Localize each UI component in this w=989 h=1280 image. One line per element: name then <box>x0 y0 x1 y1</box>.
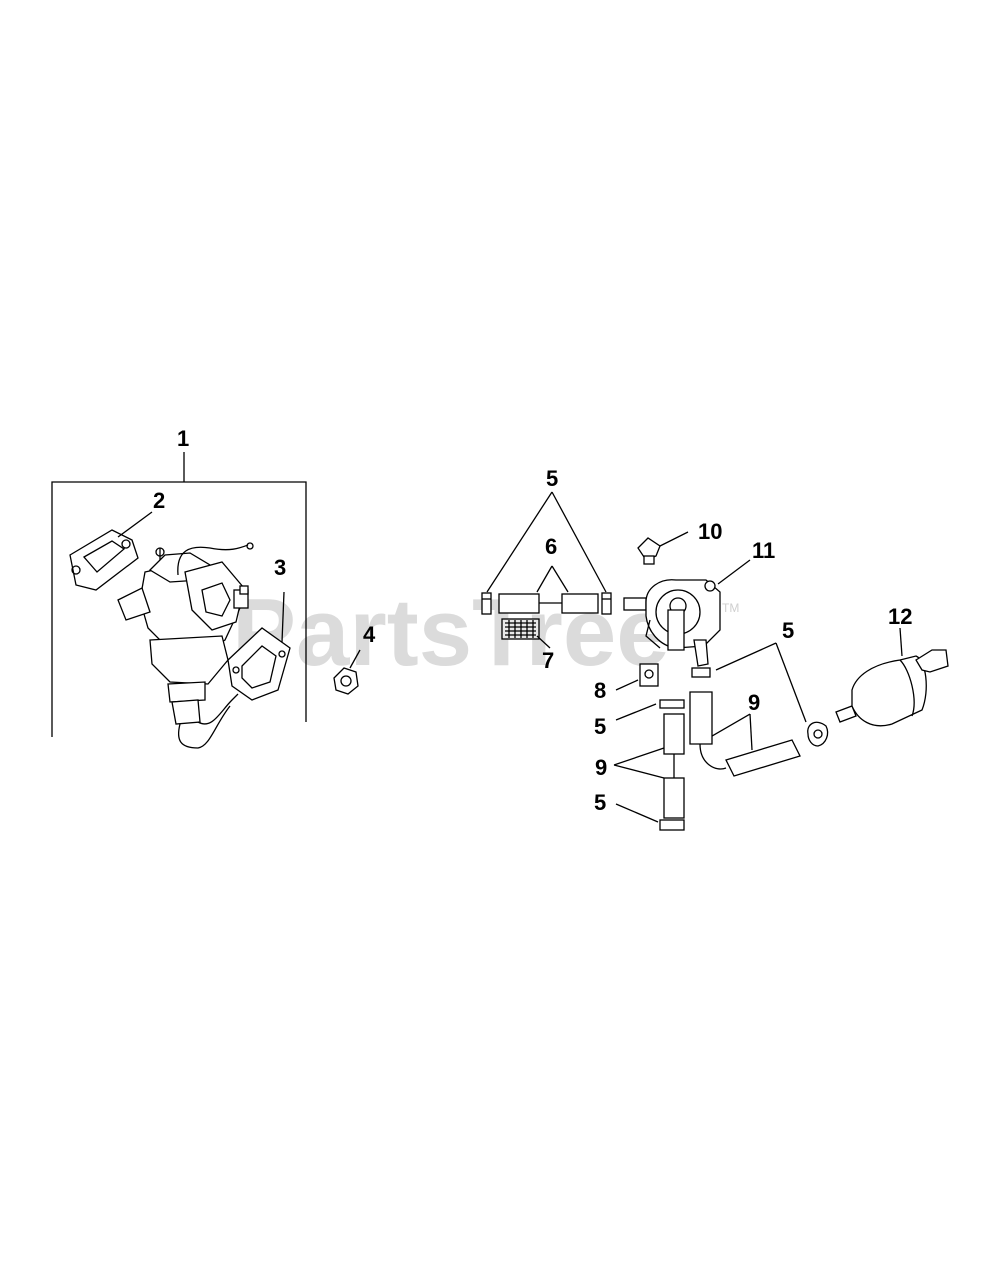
part-7-filter-screen <box>501 618 551 649</box>
callout-10: 10 <box>698 519 722 544</box>
part-5-bottom-pin <box>615 803 685 831</box>
callout-3: 3 <box>274 555 286 580</box>
callout-6: 6 <box>545 534 557 559</box>
callout-9-right: 9 <box>748 690 760 715</box>
carburetor-assembly-bracket <box>51 452 307 737</box>
watermark-trademark: TM <box>722 601 739 615</box>
part-3-gasket <box>227 591 291 701</box>
hose-clamp <box>807 721 829 747</box>
callout-12: 12 <box>888 604 912 629</box>
callout-5-top: 5 <box>546 466 558 491</box>
part-5-mid-pin <box>615 699 685 721</box>
callout-1: 1 <box>177 426 189 451</box>
part-5-right-fitting <box>691 642 807 723</box>
callout-4: 4 <box>363 622 376 647</box>
part-4-nut <box>333 649 361 695</box>
part-1-carburetor <box>117 542 254 749</box>
part-10-fitting <box>637 531 689 565</box>
callout-11: 11 <box>752 538 775 563</box>
callout-5-mid: 5 <box>594 714 606 739</box>
part-11-fuel-pump <box>623 559 751 667</box>
callout-9-left: 9 <box>595 755 607 780</box>
part-9-hoses <box>613 691 801 819</box>
callout-7: 7 <box>542 648 554 673</box>
callout-8: 8 <box>594 678 606 703</box>
callout-5-bottom: 5 <box>594 790 606 815</box>
part-2-gasket <box>69 511 153 591</box>
callout-2: 2 <box>153 488 165 513</box>
callout-5-right: 5 <box>782 618 794 643</box>
part-8-clip <box>615 663 659 691</box>
part-12-fuel-filter <box>835 627 949 727</box>
part-6-hoses <box>498 565 599 614</box>
part-5-top-pins <box>481 491 612 615</box>
